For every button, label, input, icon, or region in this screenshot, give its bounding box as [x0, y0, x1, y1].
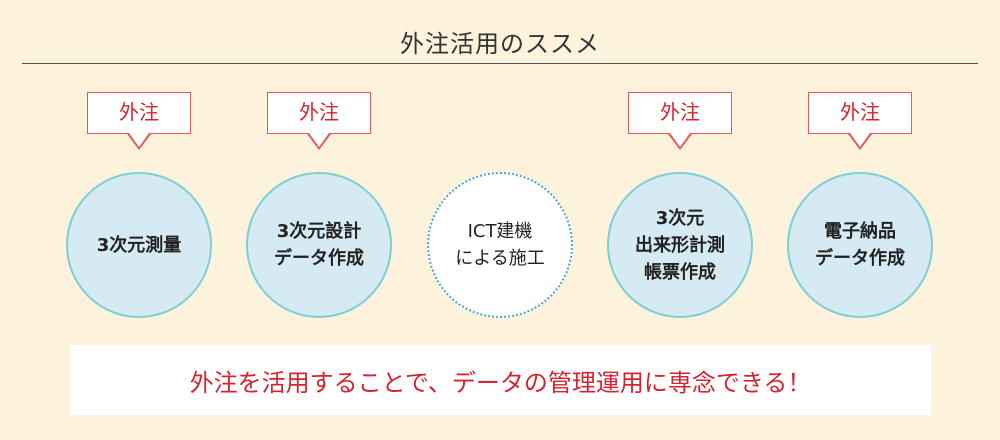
conclusion-banner: 外注を活用することで、データの管理運用に専念できる！ [70, 345, 931, 415]
outsource-callout-1: 外注 [87, 92, 191, 150]
step-ict-construction: ICT建機 による施工 [427, 172, 573, 318]
title-divider [22, 63, 978, 64]
step-electronic-delivery: 電子納品 データ作成 [787, 172, 933, 318]
step-label: 3次元 出来形計測 帳票作成 [635, 207, 725, 283]
outsource-callout-2: 外注 [267, 92, 371, 150]
outsource-callout-4: 外注 [808, 92, 912, 150]
step-3d-design-data: 3次元設計 データ作成 [246, 172, 392, 318]
outsource-callout-3: 外注 [628, 92, 732, 150]
step-3d-survey: 3次元測量 [66, 172, 212, 318]
step-label: 3次元設計 データ作成 [274, 221, 364, 269]
callout-label: 外注 [840, 100, 880, 124]
banner-text: 外注を活用することで、データの管理運用に専念できる！ [189, 368, 812, 397]
step-label: 3次元測量 [96, 234, 182, 256]
callout-label: 外注 [119, 100, 159, 124]
page-title: 外注活用のススメ [400, 30, 600, 58]
callout-label: 外注 [299, 100, 339, 124]
step-3d-as-built-measurement: 3次元 出来形計測 帳票作成 [607, 172, 753, 318]
callout-label: 外注 [660, 100, 700, 124]
step-label: 電子納品 データ作成 [815, 221, 905, 269]
step-label: ICT建機 による施工 [455, 221, 545, 269]
